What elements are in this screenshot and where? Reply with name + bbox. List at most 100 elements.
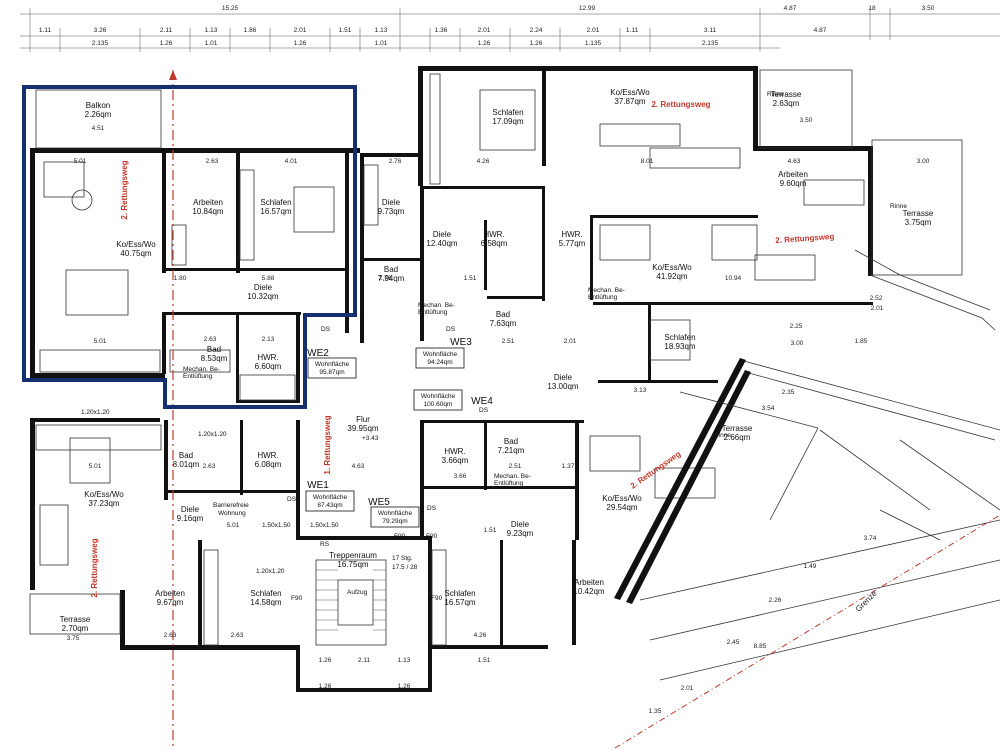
unit-area-value: 95.87qm <box>319 369 344 376</box>
plan-note: Barrierefreie <box>213 502 249 509</box>
dimension-label: 12.99 <box>579 5 596 12</box>
dimension-label: 4.87 <box>784 5 797 12</box>
room-area-kowo-left: 37.23qm <box>88 499 119 508</box>
room-name-bad-mid: Bad <box>384 265 398 274</box>
diagonal-wing <box>614 249 1000 749</box>
dimension-label: 10.94 <box>725 275 742 282</box>
room-name-arbeiten-we5: Arbeiten <box>574 578 604 587</box>
room-name-terrasse-left: Terrasse <box>60 615 91 624</box>
room-area-schlafen-we1: 14.58qm <box>250 598 281 607</box>
room-area-hwr-we4: 3.66qm <box>442 456 469 465</box>
escape-route-label: 2. Rettungsweg <box>651 100 710 109</box>
room-name-arbeiten-we2: Arbeiten <box>193 198 223 207</box>
unit-labels: WE1Wohnfläche87.43qmWE2Wohnfläche95.87qm… <box>305 337 493 528</box>
dimension-label: 1.13 <box>398 657 411 664</box>
room-labels: Balkon2.26qmArbeiten10.84qmSchlafen16.57… <box>60 88 934 633</box>
dimension-label: 1.135 <box>585 40 602 47</box>
dimension-label: 2.76 <box>389 158 402 165</box>
room-name-hwr-we4: HWR. <box>444 447 465 456</box>
dimension-label: 1.51 <box>339 27 352 34</box>
room-name-diele-we5: Diele <box>511 520 530 529</box>
unit-label-WE4: WE4 <box>471 396 493 407</box>
room-area-bad-mid: 7.94qm <box>378 274 405 283</box>
room-name-terrasse-right: Terrasse <box>903 209 934 218</box>
room-area-hwr-we1: 6.08qm <box>255 460 282 469</box>
dimension-label: 1.26 <box>398 683 411 690</box>
unit-area-box <box>370 506 420 528</box>
dimension-label: 2.63 <box>203 463 216 470</box>
dimension-label: 1.80 <box>174 275 187 282</box>
dimension-label: 1.86 <box>244 27 257 34</box>
dimension-label: 5.01 <box>89 463 102 470</box>
dimension-label: 1.11 <box>39 27 52 34</box>
dimension-label: 4.26 <box>477 158 490 165</box>
dimension-label: 4.01 <box>285 158 298 165</box>
room-name-schlafen-we5: Schlafen <box>444 589 475 598</box>
unit-area-label: Wohnfläche <box>313 494 348 501</box>
dimension-label: 2.76 <box>379 275 392 282</box>
dimension-label: 4.51 <box>92 125 105 132</box>
room-area-kowo-we2: 40.75qm <box>120 249 151 258</box>
dimension-label: 1.13 <box>205 27 218 34</box>
plan-note: 17 Stg. <box>392 555 413 562</box>
dimension-label: 2.26 <box>769 597 782 604</box>
dimension-label: 1.26 <box>160 40 173 47</box>
room-area-kowo-top: 37.87qm <box>614 97 645 106</box>
dimension-label: 2.01 <box>871 305 884 312</box>
room-area-bad-we1: 8.01qm <box>173 460 200 469</box>
dimension-label: 2.11 <box>160 27 173 34</box>
unit-label-WE5: WE5 <box>368 497 390 508</box>
plan-note: Mechan. Be- <box>588 287 625 294</box>
dimension-label: 3.26 <box>94 27 107 34</box>
dimension-label: 2.01 <box>587 27 600 34</box>
room-area-treppenraum: 16.75qm <box>337 560 368 569</box>
dimension-label: 1.26 <box>478 40 491 47</box>
room-name-hwr-we3a: HWR. <box>483 230 504 239</box>
dimension-label: 4.26 <box>474 632 487 639</box>
plan-note: Rinne <box>890 203 907 210</box>
dimension-label: 3.66 <box>454 473 467 480</box>
unit-area-value: 79.29qm <box>382 518 407 525</box>
room-name-balkon: Balkon <box>86 101 110 110</box>
room-name-bad-we4: Bad <box>504 437 518 446</box>
room-name-flur: Flur <box>356 415 370 424</box>
plan-note: DS <box>479 407 489 414</box>
dimension-label: 5.88 <box>262 275 275 282</box>
room-area-arbeiten-right: 9.60qm <box>780 179 807 188</box>
room-area-diele-we3: 12.40qm <box>426 239 457 248</box>
dimension-label: 18 <box>868 5 876 12</box>
dimension-label: 2.01 <box>478 27 491 34</box>
unit-area-value: 87.43qm <box>317 502 342 509</box>
dimension-label: 5.01 <box>74 158 87 165</box>
unit-area-box <box>307 357 357 379</box>
dimension-label: 3.50 <box>800 117 813 124</box>
plan-note: Mechan. Be- <box>183 366 220 373</box>
room-name-diele-we1: Diele <box>181 505 200 514</box>
unit-area-box <box>413 389 463 411</box>
plan-note: 1.50x1.50 <box>262 522 291 529</box>
room-name-treppenraum: Treppenraum <box>329 551 377 560</box>
room-name-kowo-we2: Ko/Ess/Wo <box>116 240 156 249</box>
room-area-schlafen-we5: 16.57qm <box>444 598 475 607</box>
plan-note: F90 <box>431 595 443 602</box>
unit-area-label: Wohnfläche <box>315 361 350 368</box>
plan-note: DS <box>427 505 437 512</box>
plan-note: 1.20x1.20 <box>81 409 110 416</box>
room-name-terrasse-top: Terrasse <box>771 90 802 99</box>
dimension-label: 1.11 <box>626 27 639 34</box>
dimension-label: 1.26 <box>294 40 307 47</box>
dimension-label: 1.35 <box>649 708 662 715</box>
room-area-hwr-we2: 6.60qm <box>255 362 282 371</box>
room-name-schlafen-top: Schlafen <box>492 108 523 117</box>
dimension-label: 1.01 <box>375 40 388 47</box>
dimension-label: 2.24 <box>530 27 543 34</box>
dimension-label: 2.45 <box>727 639 740 646</box>
unit-area-value: 100.60qm <box>424 401 453 408</box>
detail-lines <box>29 69 963 646</box>
unit-label-WE3: WE3 <box>450 337 472 348</box>
dimension-label: 2.135 <box>92 40 109 47</box>
dimension-label: 3.75 <box>67 635 80 642</box>
dimension-label: 1.26 <box>319 657 332 664</box>
plan-note: F90 <box>291 595 303 602</box>
dimension-label: 1.49 <box>804 563 817 570</box>
